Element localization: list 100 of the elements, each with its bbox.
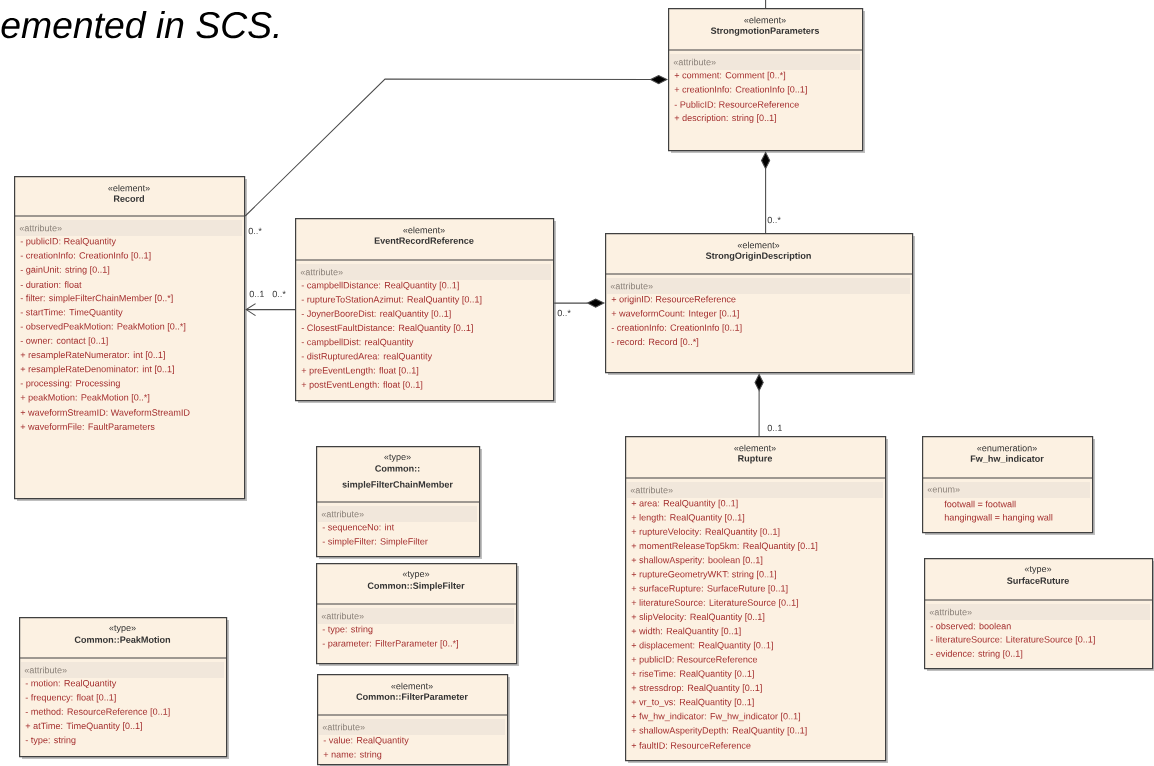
attribute-text: - literatureSource: LiteratureSource [0..1]	[930, 635, 1095, 645]
class-name: Common::SimpleFilter	[367, 582, 465, 591]
class-name: Fw_hw_indicator	[970, 455, 1044, 463]
stereotype-label: «element»	[108, 184, 150, 192]
attribute-text: + faultID: ResourceReference	[631, 742, 751, 749]
attribute-text: + originID: ResourceReference	[611, 295, 736, 305]
attribute-text: - ruptureToStationAzimut: RealQuantity [0..1]	[301, 295, 482, 305]
section-label: «enum»	[927, 487, 960, 493]
attribute-text: + postEventLength: float [0..1]	[301, 381, 423, 390]
attribute-text: + comment: Comment [0..*]	[674, 71, 786, 81]
attribute-text: + width: RealQuantity [0..1]	[631, 627, 741, 636]
attribute-text: + waveformFile: FaultParameters	[20, 423, 155, 430]
attribute-text: - owner: contact [0..1]	[20, 337, 108, 346]
association-line	[553, 298, 605, 308]
class-name: StrongmotionParameters	[710, 27, 820, 36]
attribute-text: - publicID: RealQuantity	[20, 237, 116, 247]
association-line	[244, 74, 668, 217]
multiplicity-label: 0..1	[767, 424, 782, 432]
class-box	[315, 563, 519, 666]
attribute-text: - filter: simpleFilterChainMember [0..*]	[20, 294, 173, 303]
section-label: «attribute»	[19, 224, 62, 232]
attribute-text: + description: string [0..1]	[674, 114, 776, 123]
attribute-text: + vr_to_vs: RealQuantity [0..1]	[631, 698, 754, 707]
attribute-text: + area: RealQuantity [0..1]	[631, 499, 738, 509]
class-box	[18, 617, 229, 759]
attribute-text: + literatureSource: LiteratureSource [0..1]	[631, 599, 798, 608]
stereotype-label: «type»	[109, 625, 136, 633]
association-line	[760, 151, 771, 234]
attribute-text: + atTime: TimeQuantity [0..1]	[25, 722, 142, 731]
heading: emented in SCS.	[1, 10, 278, 39]
attribute-text: + peakMotion: PeakMotion [0..*]	[20, 393, 150, 403]
class-box	[667, 8, 865, 153]
attribute-text: - gainUnit: string [0..1]	[20, 266, 110, 275]
class-name: Record	[114, 195, 144, 202]
attribute-text: + resampleRateNumerator: int [0..1]	[20, 351, 165, 360]
attribute-text: - method: ResourceReference [0..1]	[25, 708, 170, 717]
attribute-text: + riseTime: RealQuantity [0..1]	[631, 670, 754, 679]
class-name: Common::PeakMotion	[74, 636, 171, 643]
class-box	[624, 436, 888, 763]
stereotype-label: «type»	[1024, 566, 1052, 574]
section-label: «attribute»	[322, 723, 365, 731]
class-box	[315, 446, 482, 559]
stereotype-label: «enumeration»	[977, 444, 1037, 452]
attribute-text: + waveformStreamID: WaveformStreamID	[20, 409, 190, 416]
attribute-text: + displacement: RealQuantity [0..1]	[631, 641, 773, 651]
attribute-text: + waveformCount: Integer [0..1]	[611, 309, 739, 319]
attribute-text: - campbellDistance: RealQuantity [0..1]	[301, 281, 459, 291]
attribute-text: + stressdrop: RealQuantity [0..1]	[631, 684, 762, 693]
association-line	[754, 373, 764, 437]
stereotype-label: «element»	[744, 16, 786, 24]
class-box	[604, 233, 915, 375]
attribute-text: + publicID: ResourceReference	[631, 655, 758, 665]
section-label: «attribute»	[610, 282, 653, 290]
section-label: «attribute»	[673, 58, 716, 66]
attribute-text: - evidence: string [0..1]	[930, 650, 1023, 659]
attribute-text: - parameter: FilterParameter [0..*]	[322, 639, 458, 649]
attribute-text: + resampleRateDenominator: int [0..1]	[20, 365, 174, 374]
stereotype-label: «type»	[402, 571, 430, 579]
attribute-text: + momentReleaseTop5km: RealQuantity [0..1]	[631, 542, 818, 551]
attribute-text: + shallowAsperity: boolean [0..1]	[631, 556, 763, 565]
association-line	[765, 0, 767, 9]
class-name: StrongOriginDescription	[705, 252, 811, 261]
class-box	[921, 436, 1095, 535]
stereotype-label: «element»	[734, 444, 776, 452]
attribute-text: - processing: Processing	[20, 379, 120, 389]
attribute-text: + slipVelocity: RealQuantity [0..1]	[631, 613, 765, 622]
stereotype-label: «element»	[403, 226, 445, 234]
attribute-text: + length: RealQuantity [0..1]	[631, 513, 745, 523]
attribute-text: - motion: RealQuantity	[25, 679, 117, 689]
attribute-text: - JoynerBooreDist: realQuantity [0..1]	[301, 310, 451, 319]
multiplicity-label: 0..*	[767, 216, 781, 224]
attribute-text: - distRupturedArea: realQuantity	[301, 352, 433, 362]
attribute-text: - type: string	[25, 736, 76, 745]
section-label: «attribute»	[300, 268, 343, 276]
stereotype-label: «element»	[737, 241, 780, 249]
attribute-text: - startTime: TimeQuantity	[20, 308, 123, 318]
attribute-text: - observedPeakMotion: PeakMotion [0..*]	[20, 322, 186, 332]
attribute-text: + fw_hw_indicator: Fw_hw_indicator [0..1]	[631, 712, 800, 722]
class-name: Common:: simpleFilterChainMember	[342, 465, 453, 490]
section-label: «attribute»	[24, 666, 67, 674]
class-name: SurfaceRuture	[1007, 577, 1069, 584]
class-box	[316, 674, 510, 766]
attribute-text: - simpleFilter: SimpleFilter	[322, 537, 428, 547]
stereotype-label: «element»	[391, 682, 433, 690]
multiplicity-label: 0..*	[557, 309, 571, 317]
class-box	[294, 218, 556, 403]
attribute-text: + ruptureVelocity: RealQuantity [0..1]	[631, 528, 780, 537]
attribute-text: + shallowAsperityDepth: RealQuantity [0..1]	[631, 726, 807, 736]
attribute-text: - ClosestFaultDistance: RealQuantity [0..1]	[301, 324, 473, 333]
association-line	[245, 303, 296, 317]
class-name: Rupture	[738, 455, 773, 464]
attribute-text: + creationInfo: CreationInfo [0..1]	[674, 85, 807, 95]
class-box	[923, 558, 1154, 671]
multiplicity-label: 0..*	[272, 290, 286, 298]
attribute-text: - record: Record [0..*]	[611, 338, 699, 347]
attribute-text: + preEventLength: float [0..1]	[301, 366, 419, 376]
attribute-text: - type: string	[322, 625, 373, 635]
attribute-text: - creationInfo: CreationInfo [0..1]	[611, 324, 742, 333]
attribute-text: - duration: float	[20, 281, 82, 288]
class-name: Common::FilterParameter	[356, 693, 468, 700]
